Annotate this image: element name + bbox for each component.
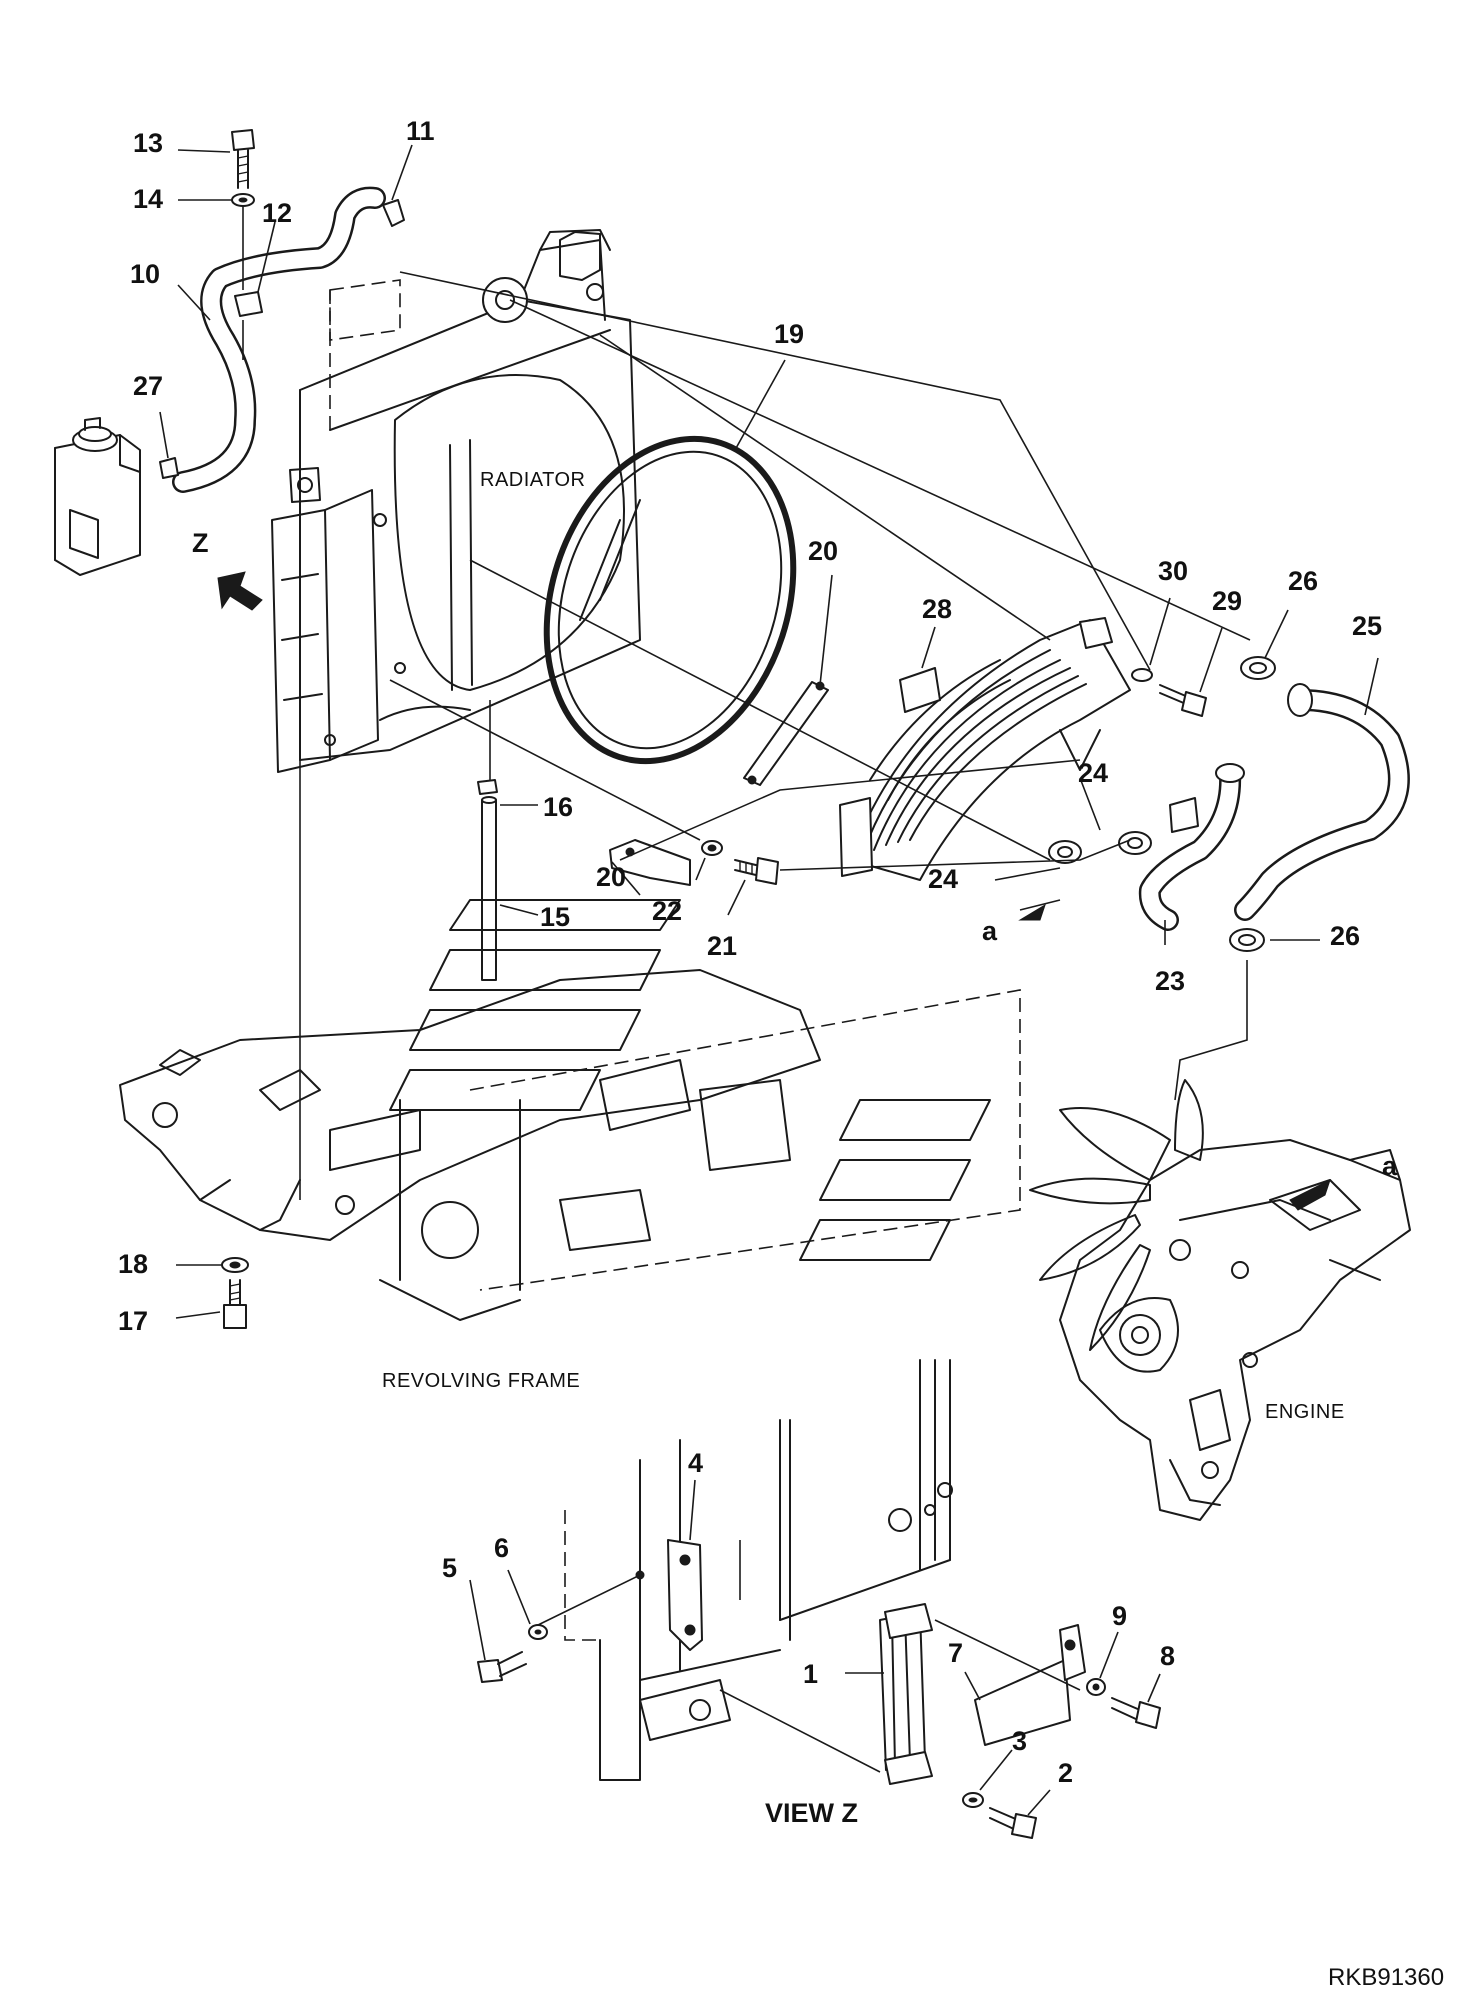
view-z-arrow xyxy=(217,571,263,611)
bolt-2 xyxy=(989,1807,1037,1839)
clip-16 xyxy=(477,779,498,795)
callout-18: 18 xyxy=(118,1249,148,1279)
clamp-24-lower xyxy=(1048,840,1082,864)
radiator-frame xyxy=(271,229,641,773)
washer-3 xyxy=(962,1792,984,1808)
callout-11: 11 xyxy=(406,116,435,146)
callout-26-lower: 26 xyxy=(1330,921,1360,951)
callout-numbers: 13 14 12 11 10 27 19 20 20 28 30 29 26 2… xyxy=(118,116,1382,1788)
engine xyxy=(1029,1079,1411,1521)
washer-9 xyxy=(1086,1678,1106,1696)
callout-2: 2 xyxy=(1058,1758,1073,1788)
revolving-frame xyxy=(119,969,1021,1321)
callout-3: 3 xyxy=(1012,1726,1027,1756)
callout-15: 15 xyxy=(540,902,570,932)
callout-21: 21 xyxy=(707,931,737,961)
callout-24-upper: 24 xyxy=(1078,758,1108,788)
washer-14 xyxy=(231,193,255,207)
revolving-frame-label: REVOLVING FRAME xyxy=(382,1370,580,1392)
fan-guard xyxy=(839,617,1131,881)
callout-7: 7 xyxy=(948,1638,963,1668)
overflow-hose xyxy=(159,186,405,493)
clamp-24-upper xyxy=(1118,831,1152,855)
bolt-5 xyxy=(477,1651,527,1683)
view-z-label: VIEW Z xyxy=(765,1798,858,1828)
view-z-detail xyxy=(564,1359,1086,1785)
radiator-upper-hose xyxy=(1234,683,1410,921)
callout-27: 27 xyxy=(133,371,163,401)
callout-14: 14 xyxy=(133,184,163,214)
washer-6 xyxy=(528,1624,548,1640)
detail-a-label-engine: a xyxy=(1382,1151,1398,1181)
callout-10: 10 xyxy=(130,259,160,289)
callout-29: 29 xyxy=(1212,586,1242,616)
washer-18 xyxy=(221,1257,249,1273)
callout-30: 30 xyxy=(1158,556,1188,586)
reserve-tank xyxy=(54,417,141,576)
detail-a-label: a xyxy=(982,916,998,946)
callout-23: 23 xyxy=(1155,966,1185,996)
callout-26-upper: 26 xyxy=(1288,566,1318,596)
support-rod-15 xyxy=(481,796,497,981)
callout-17: 17 xyxy=(118,1306,148,1336)
washer-30 xyxy=(1131,668,1153,682)
callout-leaders xyxy=(159,144,1379,1816)
radiator-label: RADIATOR xyxy=(480,469,586,491)
clamp-26-lower xyxy=(1229,928,1265,952)
engine-label: ENGINE xyxy=(1265,1401,1345,1423)
callout-12: 12 xyxy=(262,198,292,228)
callout-22: 22 xyxy=(652,896,682,926)
bolt-21 xyxy=(734,857,779,885)
bolt-29 xyxy=(1159,684,1207,717)
callout-4: 4 xyxy=(688,1448,703,1478)
bracket-20-upper xyxy=(743,681,829,786)
washer-22 xyxy=(701,840,723,856)
callout-28: 28 xyxy=(922,594,952,624)
callout-9: 9 xyxy=(1112,1601,1127,1631)
callout-16: 16 xyxy=(543,792,573,822)
clamp-26-upper xyxy=(1240,656,1276,680)
watermark-logo xyxy=(389,899,991,1261)
callout-25: 25 xyxy=(1352,611,1382,641)
callout-24-lower: 24 xyxy=(928,864,958,894)
fan-ring xyxy=(543,435,797,765)
callout-13: 13 xyxy=(133,128,163,158)
bracket-20-lower xyxy=(609,839,691,886)
callout-1: 1 xyxy=(803,1659,818,1689)
bolt-13 xyxy=(231,129,255,189)
callout-19: 19 xyxy=(774,319,804,349)
callout-5: 5 xyxy=(442,1553,457,1583)
radiator-lower-hose xyxy=(1138,763,1245,931)
view-z-marker: Z xyxy=(192,528,209,558)
callout-20-upper: 20 xyxy=(808,536,838,566)
bolt-17 xyxy=(223,1279,247,1329)
callout-6: 6 xyxy=(494,1533,509,1563)
callout-8: 8 xyxy=(1160,1641,1175,1671)
callout-20-lower: 20 xyxy=(596,862,626,892)
bolt-8 xyxy=(1111,1697,1161,1729)
drawing-code: RKB91360 xyxy=(1328,1964,1444,1991)
